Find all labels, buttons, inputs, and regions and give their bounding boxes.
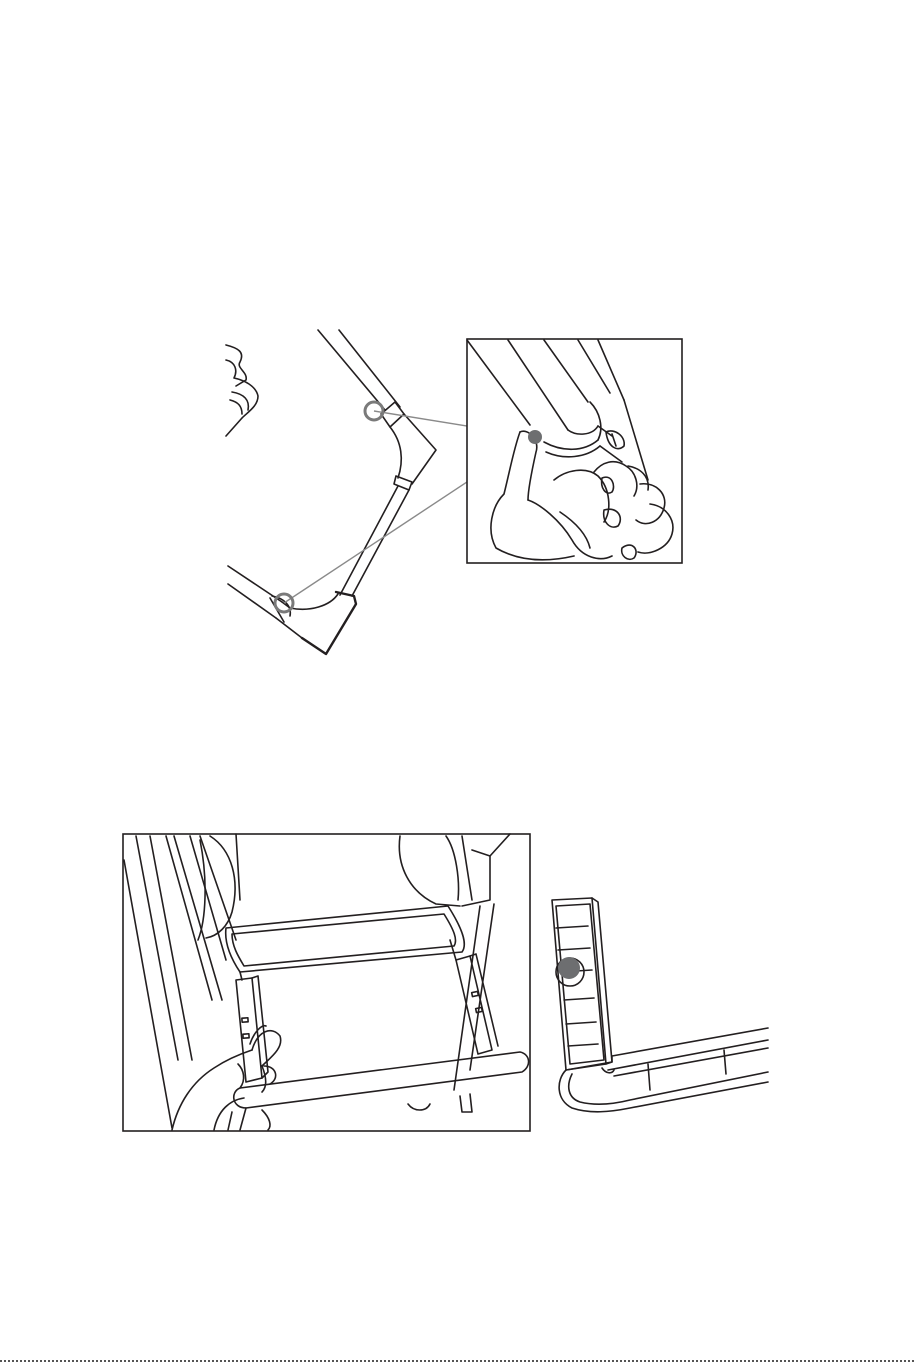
release-button-marker [558, 957, 580, 979]
zoom-inset [466, 338, 684, 566]
tray-install-illustration [120, 830, 534, 1136]
page-edge-dotted [0, 1358, 914, 1362]
press-point-marker [528, 430, 542, 444]
tray-arm-detail [550, 890, 776, 1120]
